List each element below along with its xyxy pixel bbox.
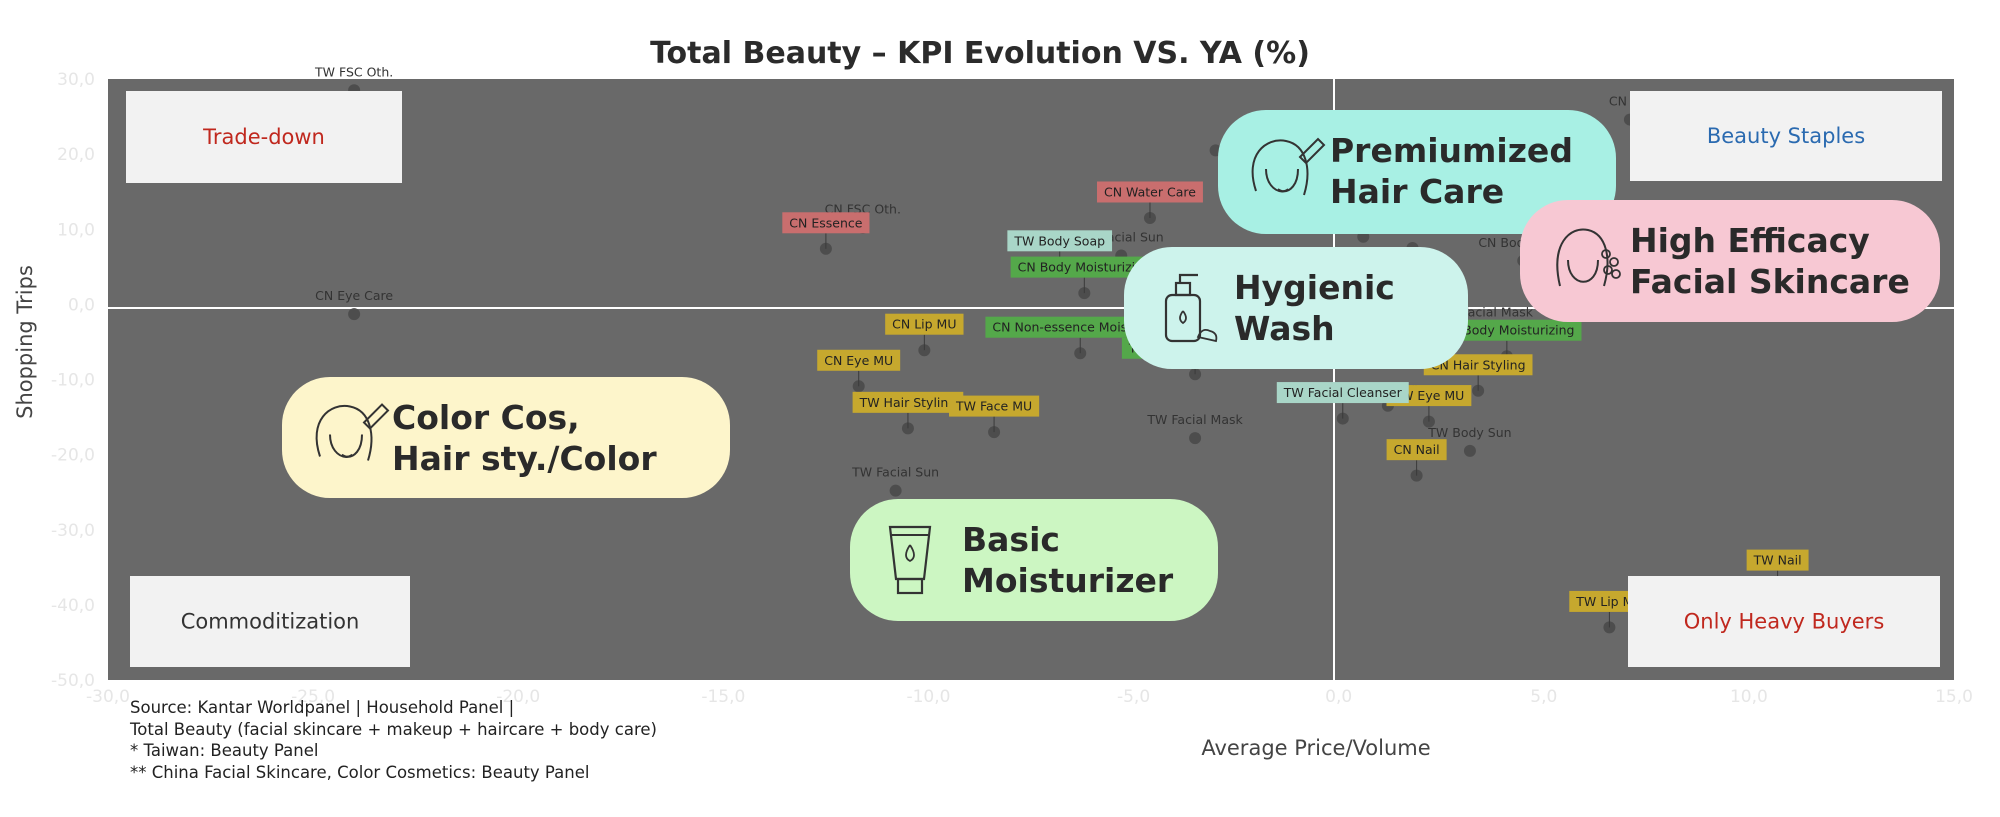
source-notes: Source: Kantar Worldpanel | Household Pa… xyxy=(130,697,657,783)
source-line: Source: Kantar Worldpanel | Household Pa… xyxy=(130,698,515,717)
y-axis-label: Shopping Trips xyxy=(13,265,37,419)
point-label: TW Facial Sun xyxy=(851,465,939,480)
point-tag-box xyxy=(1386,439,1447,461)
y-tick-label: 30,0 xyxy=(57,70,95,90)
y-tick-label: -50,0 xyxy=(51,671,95,691)
point-label: TW Body Sun xyxy=(1427,425,1511,440)
point-tag-label: TW Face MU xyxy=(955,399,1032,414)
point-tag-box xyxy=(1010,256,1158,278)
callout-text: Wash xyxy=(1234,309,1335,348)
x-tick-label: -5,0 xyxy=(1117,687,1150,707)
y-tick-label: -10,0 xyxy=(51,371,95,391)
point-tag-box xyxy=(1746,549,1809,571)
point-tag-box xyxy=(782,212,870,234)
callout-text: Hair sty./Color xyxy=(392,439,657,478)
quadrant-label: Commoditization xyxy=(181,610,360,634)
point-tag-label: CN Nail xyxy=(1394,442,1440,457)
callout-text: Premiumized xyxy=(1330,131,1573,170)
point-tag-label: TW Body Moisturizing xyxy=(1438,323,1574,338)
x-tick-label: -30,0 xyxy=(86,687,130,707)
source-line: Total Beauty (facial skincare + makeup +… xyxy=(130,719,657,739)
y-tick-label: 20,0 xyxy=(57,145,95,165)
point-tag-label: CN Water Care xyxy=(1104,184,1196,199)
x-tick-label: -25,0 xyxy=(291,687,335,707)
y-tick-label: -20,0 xyxy=(51,446,95,466)
source-line: * Taiwan: Beauty Panel xyxy=(130,741,319,760)
moisturizer-tube-icon xyxy=(888,525,932,595)
point-tag-box xyxy=(852,391,964,413)
point-tag-label: TW Facial Cleanser xyxy=(1283,385,1403,400)
data-point xyxy=(1463,444,1476,457)
callout-text: Basic xyxy=(962,520,1060,559)
x-tick-label: 10,0 xyxy=(1730,687,1768,707)
callout-bg xyxy=(1218,110,1616,234)
point-tag-box xyxy=(1432,319,1582,341)
hair-color-icon xyxy=(315,403,390,461)
point-tag-label: CN Essence xyxy=(789,215,862,230)
x-tick-label: 15,0 xyxy=(1935,687,1973,707)
x-tick-label: -20,0 xyxy=(496,687,540,707)
y-tick-label: 10,0 xyxy=(57,220,95,240)
callout-text: High Efficacy xyxy=(1630,221,1870,260)
data-point xyxy=(1189,432,1202,445)
point-tag-box xyxy=(817,349,901,371)
quadrant-label: Trade-down xyxy=(202,125,325,149)
point-tag-label: TW Lip MU xyxy=(1575,594,1642,609)
data-point xyxy=(348,308,361,321)
chart-title: Total Beauty – KPI Evolution VS. YA (%) xyxy=(650,36,1310,71)
callout-bg xyxy=(1520,200,1940,322)
soap-pump-icon xyxy=(1164,273,1218,343)
point-tag-label: TW Eye MU xyxy=(1392,388,1464,403)
quadrant-box xyxy=(1630,91,1942,181)
quadrant-box xyxy=(130,576,410,667)
point-tag-box xyxy=(1276,382,1409,404)
point-tag-label: CN Body Moisturizing xyxy=(1018,260,1151,275)
x-tick-label: -15,0 xyxy=(701,687,745,707)
callout-bg xyxy=(850,499,1218,621)
callout-bg xyxy=(1124,247,1468,369)
y-tick-label: -40,0 xyxy=(51,596,95,616)
point-tag-box xyxy=(1423,354,1533,376)
facial-skincare-icon xyxy=(1556,228,1621,287)
callout-text: Color Cos, xyxy=(392,398,580,437)
point-tag-label: TW Hair Styling xyxy=(859,395,957,410)
quadrant-box xyxy=(1628,576,1940,667)
quadrant-label: Beauty Staples xyxy=(1707,124,1865,148)
callout-text: Hair Care xyxy=(1330,172,1504,211)
point-tag-label: CN Eye MU xyxy=(824,353,893,368)
point-label: TW Facial Mask xyxy=(1146,412,1243,427)
x-tick-label: 0,0 xyxy=(1325,687,1352,707)
callout-text: Facial Skincare xyxy=(1630,262,1910,301)
point-tag-box xyxy=(885,313,964,335)
quadrant-box xyxy=(126,91,402,183)
x-tick-label: 5,0 xyxy=(1530,687,1557,707)
y-tick-label: -30,0 xyxy=(51,521,95,541)
callout-text: Moisturizer xyxy=(962,561,1174,600)
quadrant-label: Only Heavy Buyers xyxy=(1684,610,1885,634)
point-label: TW FSC Oth. xyxy=(314,64,393,79)
x-axis-label: Average Price/Volume xyxy=(1201,736,1430,760)
callout-text: Hygienic xyxy=(1234,268,1395,307)
point-label: CN Eye Care xyxy=(315,288,393,303)
y-tick-label: 0,0 xyxy=(68,295,95,315)
point-tag-label: TW Body Soap xyxy=(1013,233,1105,248)
source-line: ** China Facial Skincare, Color Cosmetic… xyxy=(130,762,590,782)
point-tag-box xyxy=(1007,230,1113,252)
point-tag-label: CN Lip MU xyxy=(892,317,956,332)
point-tag-box xyxy=(949,395,1040,417)
point-tag-box xyxy=(1097,181,1203,203)
callout-pill: Color Cos,Hair sty./Color xyxy=(282,377,730,498)
x-tick-label: -10,0 xyxy=(906,687,950,707)
callout-bg xyxy=(282,377,730,498)
data-point xyxy=(889,484,902,497)
point-tag-label: CN Hair Styling xyxy=(1431,357,1526,372)
hair-care-icon xyxy=(1251,137,1326,196)
point-tag-label: TW Nail xyxy=(1753,553,1802,568)
